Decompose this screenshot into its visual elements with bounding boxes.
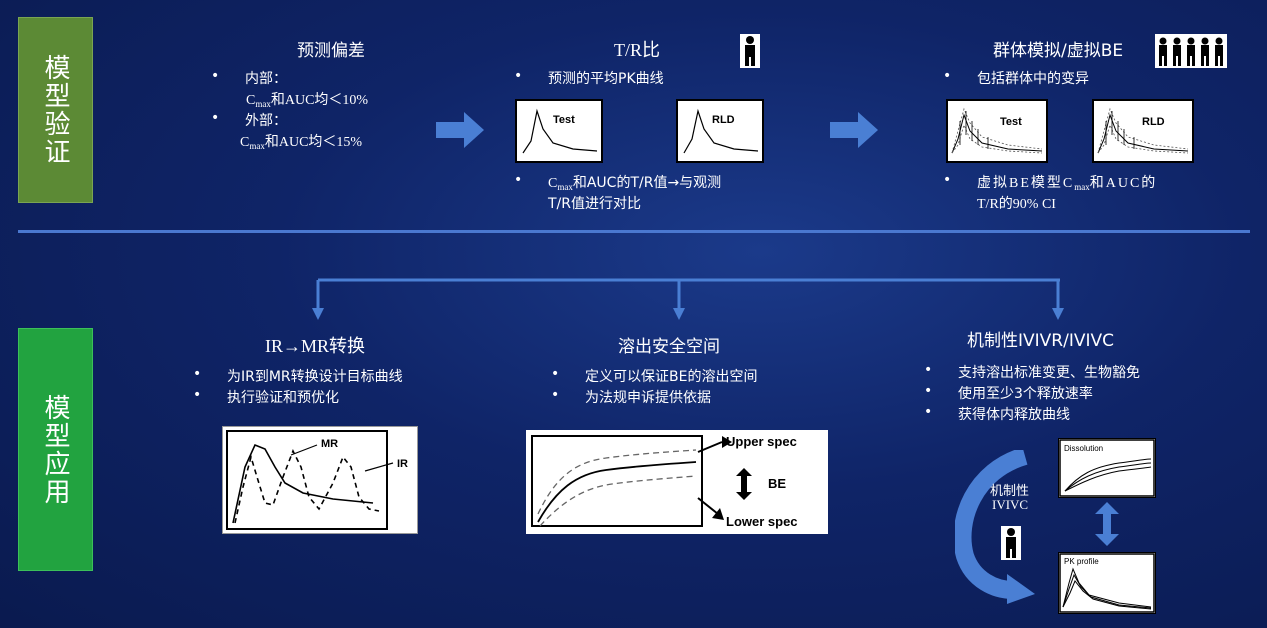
population-variation-bullet: •包括群体中的变异 [943, 68, 1089, 87]
rld-pk-panel: RLD [676, 99, 764, 163]
internal-criteria: Cmax和AUC均＜10% [246, 93, 369, 109]
ir-mr-chart: MR IR [222, 426, 418, 534]
tr-ratio-title: T/R比 [614, 40, 661, 60]
dissolution-label: Dissolution [1064, 444, 1103, 453]
model-validation-label: 模型验证 [18, 17, 93, 203]
branch-connector [312, 278, 1064, 320]
rld-label: RLD [712, 114, 735, 126]
tr-compare-bullet: •Cmax和AUC的T/R值→与观测 [514, 172, 722, 192]
dissolution-panel: Dissolution [1058, 438, 1156, 498]
dissolution-space-title: 溶出安全空间 [618, 337, 720, 357]
be-label: BE [768, 476, 786, 491]
ir-label: IR [397, 458, 408, 470]
virtual-test-panel: Test [946, 99, 1048, 163]
single-person-icon [740, 34, 760, 68]
vbe-test-label: Test [1000, 116, 1022, 128]
pk-profile-panel: PK profile [1058, 552, 1156, 614]
dissolution-space-bullet: •定义可以保证BE的溶出空间 [551, 366, 758, 385]
internal-bullet: •内部： [211, 68, 287, 87]
vbe-rld-label: RLD [1142, 116, 1165, 128]
test-label: Test [553, 114, 575, 126]
flow-arrow-right-icon [436, 112, 484, 148]
virtual-rld-panel: RLD [1092, 99, 1194, 163]
population-sim-title: 群体模拟/虚拟BE [993, 41, 1124, 61]
model-application-label: 模型应用 [18, 328, 93, 571]
virtual-be-ci-bullet: •虚拟BE模型Cmax和AUC的 [943, 172, 1158, 192]
pk-profile-label: PK profile [1064, 557, 1099, 566]
ivivc-title: 机制性IVIVR/IVIVC [967, 331, 1114, 351]
external-criteria: Cmax和AUC均＜15% [240, 135, 363, 151]
ir-mr-target-bullet: •为IR到MR转换设计目标曲线 [193, 366, 403, 385]
waiver-bullet: •支持溶出标准变更、生物豁免 [924, 362, 1140, 381]
ivivc-label-2: IVIVC [992, 497, 1029, 512]
group-people-icon [1155, 34, 1227, 68]
ir-mr-title: IR→MR转换 [265, 336, 366, 356]
curved-arrow-icon [955, 450, 1035, 604]
ir-mr-verify-bullet: •执行验证和预优化 [193, 387, 339, 406]
tr-compare-line2: T/R值进行对比 [548, 196, 641, 212]
external-bullet: •外部： [211, 110, 287, 129]
mean-pk-bullet: •预测的平均PK曲线 [514, 68, 664, 87]
upper-spec-label: Upper spec [726, 434, 797, 449]
test-pk-panel: Test [515, 99, 603, 163]
safe-space-chart: Upper spec BE Lower spec [526, 430, 828, 534]
section-divider [18, 230, 1250, 233]
virtual-be-ci-line2: T/R的90% CI [977, 197, 1056, 212]
release-rate-bullet: •使用至少3个释放速率 [924, 383, 1093, 402]
mr-label: MR [321, 438, 338, 450]
double-arrow-icon [1095, 502, 1119, 546]
prediction-bias-title: 预测偏差 [297, 41, 365, 61]
in-vivo-release-bullet: •获得体内释放曲线 [924, 404, 1070, 423]
lower-spec-label: Lower spec [726, 514, 798, 529]
ivivc-label-1: 机制性 [990, 484, 1030, 499]
person-icon [1001, 526, 1021, 560]
flow-arrow-right-icon-2 [830, 112, 878, 148]
regulatory-bullet: •为法规申诉提供依据 [551, 387, 711, 406]
